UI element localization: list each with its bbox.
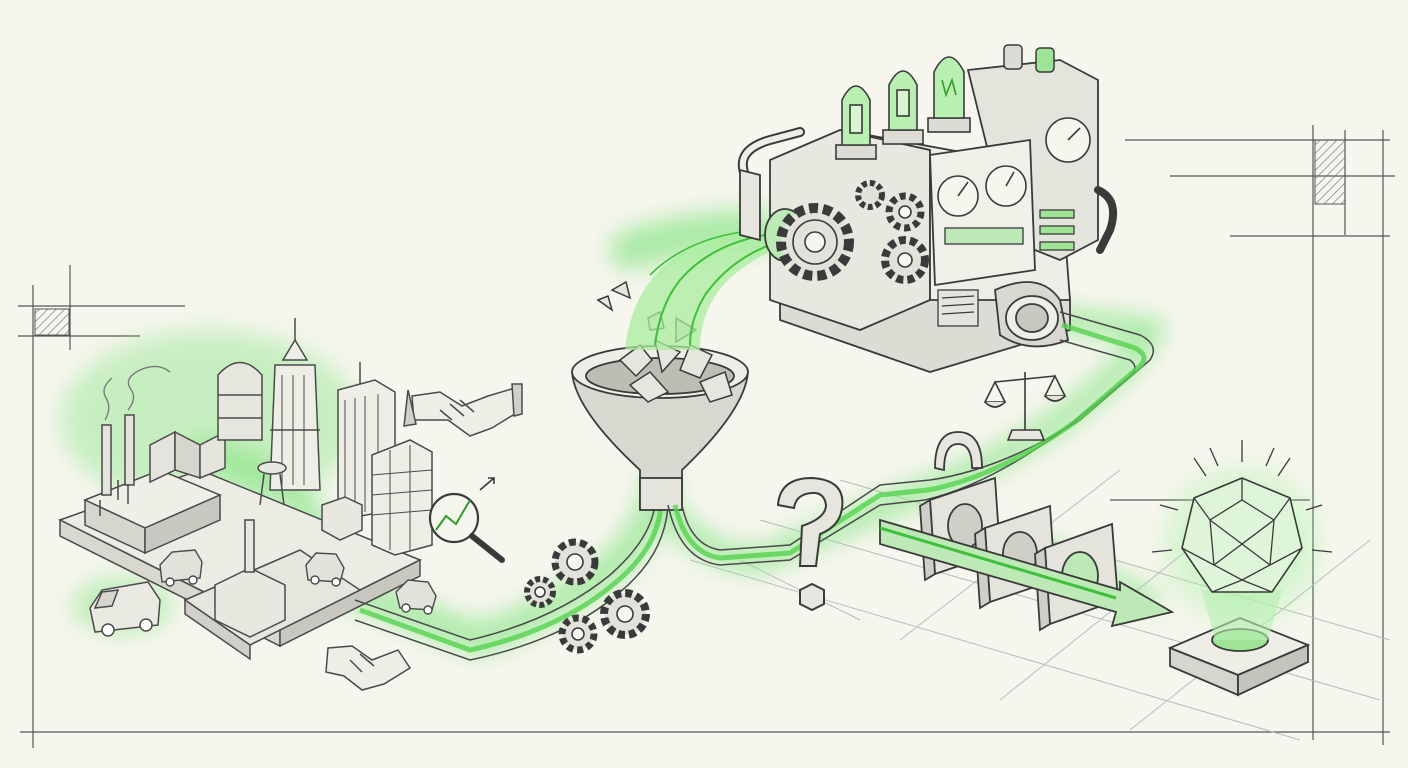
pressure-gauge-icon [937, 175, 979, 217]
handshake-icon [403, 383, 523, 437]
gear-icon [855, 180, 885, 210]
pedestal-icon [1167, 617, 1311, 697]
handshake-icon [325, 645, 412, 691]
delivery-van-icon [89, 581, 161, 637]
car-icon [395, 579, 437, 615]
pressure-gauge-icon [1045, 117, 1091, 163]
indicator-strip [944, 209, 1075, 251]
light-beam [1202, 590, 1282, 640]
vacuum-tube-icon [927, 56, 971, 133]
factory-icon [83, 414, 226, 555]
water-tower-icon [257, 461, 287, 506]
knob-icon [1003, 44, 1055, 73]
car-icon [305, 552, 345, 587]
hatch-corner-left [34, 308, 70, 336]
gear-icon [558, 614, 598, 654]
gear-icon [600, 589, 650, 639]
funnel-icon [571, 345, 749, 511]
smoke [103, 365, 171, 421]
pressure-gauge-icon [985, 165, 1027, 207]
vent-grille [937, 289, 979, 327]
glow-stream-right [672, 322, 1147, 561]
car-icon [159, 549, 203, 587]
crystal-rays [1151, 440, 1333, 553]
magnifier-chart-icon [428, 477, 505, 563]
padlock-icon [934, 431, 983, 472]
frame-lines [18, 125, 1395, 748]
question-mark-icon [776, 476, 844, 612]
gear-icon [551, 538, 599, 586]
skyscraper-icon [269, 318, 321, 491]
polyhedron-crystal-icon [1181, 477, 1303, 593]
vacuum-tube-icon [882, 70, 924, 145]
arrow-icon [879, 518, 1175, 628]
gear-icon [881, 236, 929, 284]
glow-stream-left [359, 504, 664, 653]
office-building-icon [371, 439, 433, 556]
silo-icon [217, 361, 263, 441]
balance-scale-icon [983, 372, 1067, 441]
gear-icon [524, 576, 556, 608]
small-building-icon [214, 496, 363, 638]
hatch-corner-right [1314, 139, 1346, 205]
gear-icon [776, 203, 854, 281]
vacuum-tube-icon [835, 85, 877, 160]
gear-icon [885, 192, 925, 232]
